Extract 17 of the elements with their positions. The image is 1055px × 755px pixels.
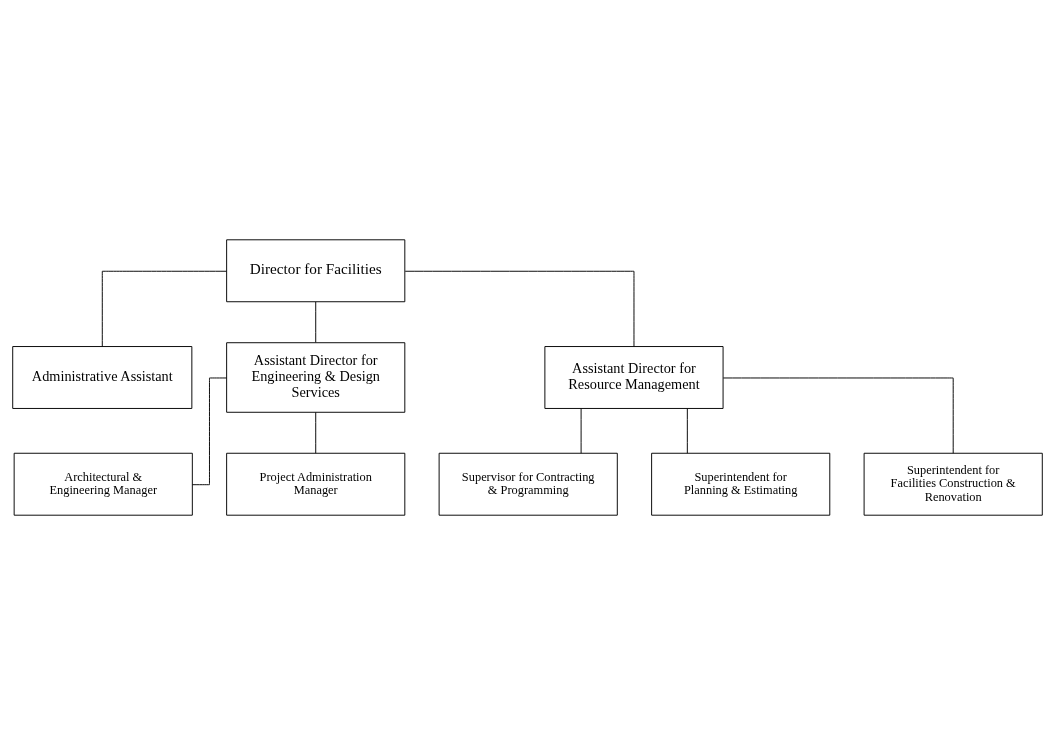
node-box: Supervisor for Contracting & Programming (438, 452, 618, 516)
node-box: Director for Facilities (226, 239, 406, 303)
connector (580, 408, 582, 454)
connector (315, 301, 317, 343)
connector (722, 377, 954, 454)
node-box: Architectural & Engineering Manager (13, 452, 193, 516)
connector (404, 270, 635, 347)
node-box: Project Administration Manager (226, 452, 406, 516)
connector (686, 408, 688, 454)
node-box: Superintendent for Facilities Construction & Renovation (863, 452, 1043, 516)
connector (101, 270, 227, 347)
connector (191, 377, 228, 486)
node-box: Assistant Director for Resource Management (544, 346, 724, 409)
connector (315, 411, 317, 454)
node-box: Assistant Director for Engineering & Design Services (226, 342, 406, 413)
node-box: Superintendent for Planning & Estimating (651, 452, 831, 516)
node-box: Administrative Assistant (12, 346, 193, 409)
